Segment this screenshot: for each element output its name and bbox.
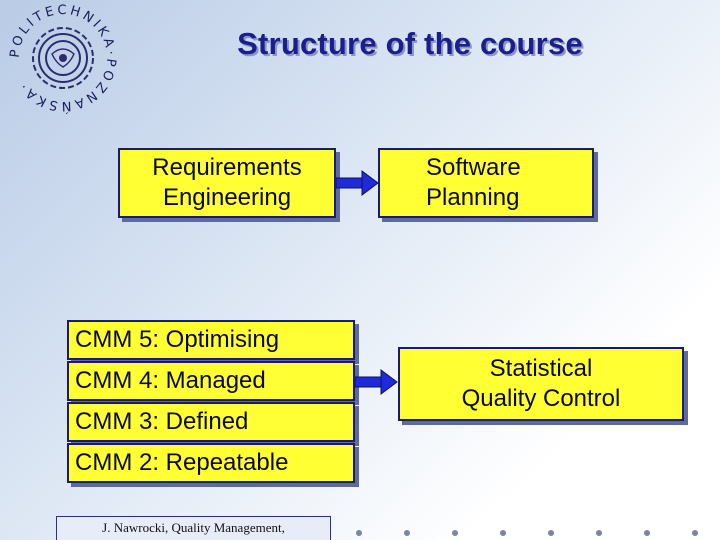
requirements-engineering-label: Requirements Engineering — [152, 154, 302, 211]
requirements-engineering-box: Requirements Engineering — [118, 148, 336, 218]
footer-dot — [548, 530, 554, 536]
cmm-level-3: CMM 3: Defined — [67, 402, 355, 442]
footer-dot — [404, 530, 410, 536]
slide-title: Structure of the course — [237, 26, 583, 61]
cmm-level-5: CMM 5: Optimising — [67, 320, 355, 360]
footer-dot — [452, 530, 458, 536]
arrow-right-icon — [355, 369, 398, 395]
footer-dot — [644, 530, 650, 536]
university-seal-icon: POLITECHNIKA·POZNAŃSKA· — [8, 3, 115, 114]
statistical-quality-control-box: Statistical Quality Control — [398, 347, 684, 421]
footer-dot — [692, 530, 698, 536]
cmm-level-label: CMM 5: Optimising — [75, 326, 280, 353]
statistical-quality-control-label: Statistical Quality Control — [461, 355, 621, 412]
cmm-level-label: CMM 3: Defined — [75, 408, 249, 435]
software-planning-box: Software Planning — [378, 148, 594, 218]
cmm-level-4: CMM 4: Managed — [67, 361, 355, 401]
footer-dot — [500, 530, 506, 536]
arrow-right-icon — [336, 170, 379, 196]
cmm-level-label: CMM 4: Managed — [75, 367, 266, 394]
footer-dot — [356, 530, 362, 536]
software-planning-label: Software Planning — [426, 154, 521, 211]
cmm-level-2: CMM 2: Repeatable — [67, 443, 355, 483]
footer-dot — [596, 530, 602, 536]
footer-credit: J. Nawrocki, Quality Management, — [56, 516, 331, 540]
cmm-level-label: CMM 2: Repeatable — [75, 449, 289, 476]
